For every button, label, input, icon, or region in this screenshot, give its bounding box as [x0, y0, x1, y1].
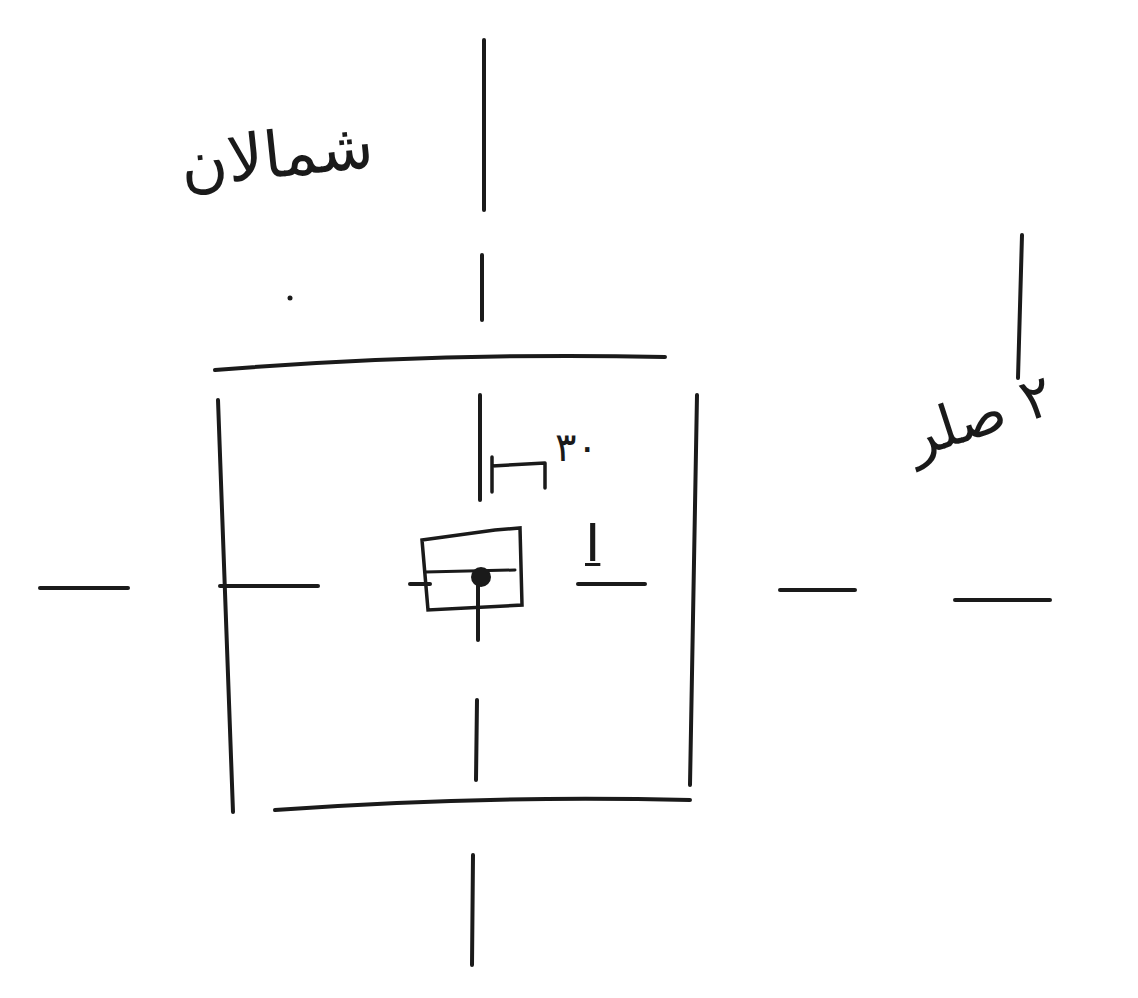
square-outline	[218, 400, 233, 812]
dot-mark	[288, 296, 293, 301]
direction-label: ۲ صلر	[899, 363, 1061, 470]
center-dot	[471, 567, 491, 587]
column-outline	[422, 528, 522, 610]
tick-line	[1018, 235, 1022, 378]
square-outline	[690, 395, 697, 785]
axis-line	[476, 700, 477, 780]
axis-label: I	[585, 515, 600, 572]
square-outline	[275, 799, 690, 810]
dimension-mark	[492, 457, 545, 492]
axis-line	[780, 588, 855, 592]
axis-line	[480, 255, 484, 320]
column-outline	[425, 570, 515, 572]
square-outline	[215, 356, 665, 370]
axis-line	[472, 855, 473, 965]
axis-line	[482, 40, 486, 210]
dimension-label: ۳۰	[555, 425, 598, 469]
axis-line	[40, 586, 128, 590]
axis-line	[955, 598, 1050, 602]
axis-line	[476, 580, 480, 640]
axis-line	[220, 584, 318, 588]
axis-line	[578, 582, 645, 586]
direction-label: شمالان	[177, 110, 377, 200]
axis-line	[478, 395, 482, 500]
